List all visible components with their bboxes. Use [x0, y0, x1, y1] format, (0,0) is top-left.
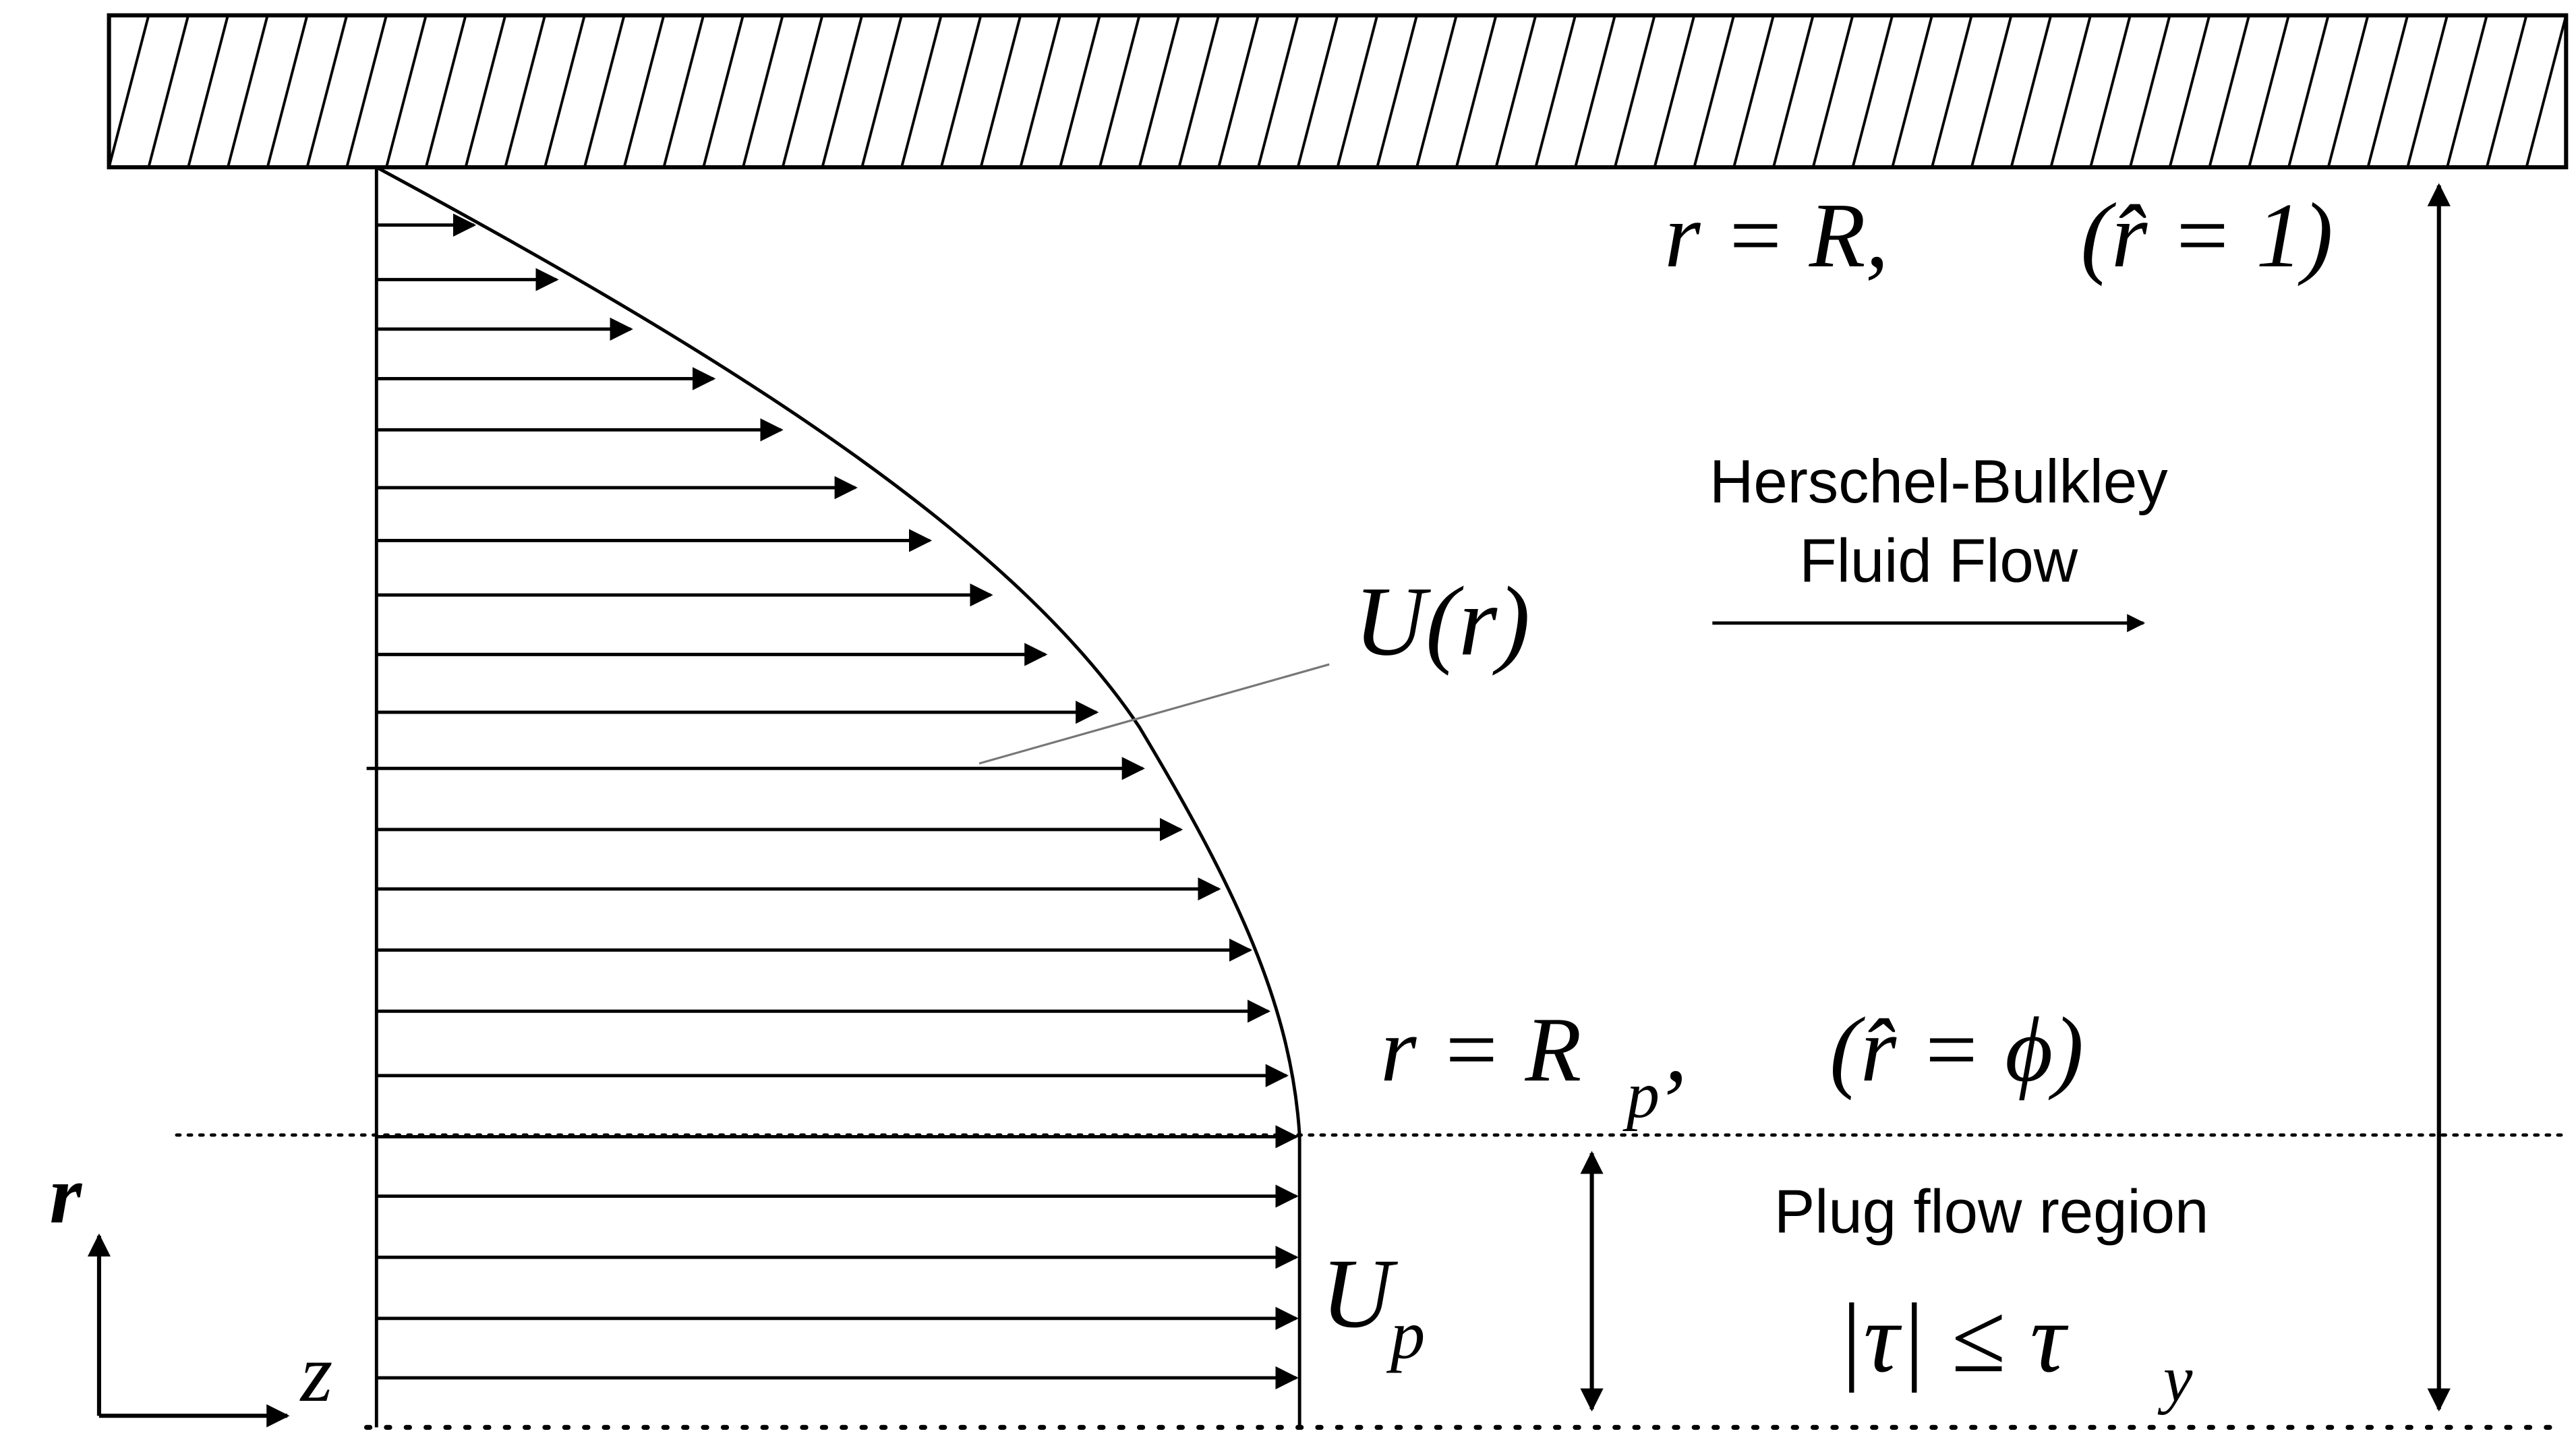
plug-region-label: Plug flow region: [1774, 1178, 2209, 1246]
plug-condition-lhs: r = R: [1380, 998, 1581, 1101]
pipe-wall: [107, 13, 2569, 170]
yield-condition-main: |τ| ≤ τ: [1836, 1283, 2069, 1393]
plug-condition-sub: p: [1622, 1059, 1660, 1132]
profile-label-leader: [978, 663, 1330, 765]
plug-velocity-main: U: [1321, 1238, 1399, 1348]
wall-condition-lhs: r = R,: [1664, 184, 1888, 287]
velocity-profile-curve: [376, 165, 1301, 1428]
plug-condition-rhat: (r̂ = ϕ): [1829, 998, 2084, 1101]
velocity-profile-label: U(r): [1354, 566, 1530, 676]
plug-velocity-sub: p: [1386, 1297, 1425, 1374]
flow-title-line2: Fluid Flow: [1799, 527, 2078, 596]
yield-condition-sub: y: [2157, 1343, 2193, 1416]
plug-condition-comma: ,: [1664, 998, 1687, 1101]
coordinate-axes: r z: [49, 1150, 333, 1428]
plug-condition-label: r = R p , (r̂ = ϕ): [1380, 998, 2084, 1132]
plug-velocity-label: U p: [1321, 1238, 1425, 1374]
r-axis-label: r: [49, 1150, 82, 1241]
z-axis-label: z: [299, 1328, 333, 1419]
yield-condition-label: |τ| ≤ τ y: [1836, 1283, 2193, 1416]
flow-title-line1: Herschel-Bulkley: [1709, 448, 2168, 516]
wall-condition-label: r = R, (r̂ = 1): [1664, 184, 2333, 287]
wall-condition-rhat: (r̂ = 1): [2080, 184, 2333, 287]
velocity-arrows: [366, 213, 1299, 1390]
